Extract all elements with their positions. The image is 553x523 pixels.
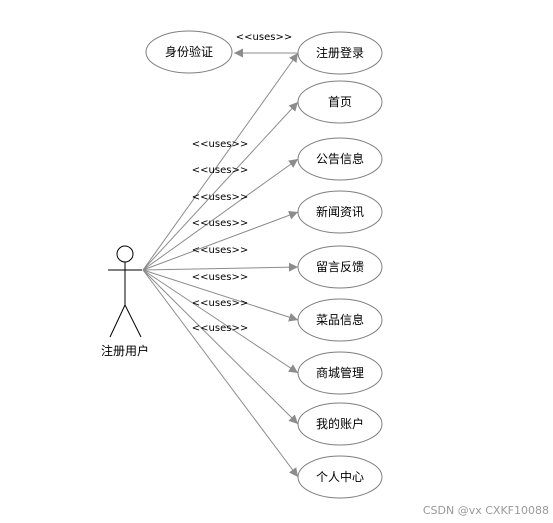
stereotype-login: <<uses>> [192,139,248,150]
use-case-dishes-label: 菜品信息 [316,312,364,327]
edges: <<uses>> <<uses>> <<uses>> <<uses>> <<uses>>… [142,52,299,478]
actor: 注册用户 [101,245,149,358]
use-case-notice-label: 公告信息 [316,151,364,166]
use-case-account[interactable]: 我的账户 [297,402,383,446]
edge-actor-to-mall [142,269,299,374]
use-case-feedback-label: 留言反馈 [316,260,364,274]
use-case-login-ellipse[interactable] [297,31,383,75]
use-case-feedback-ellipse[interactable] [297,245,383,289]
use-case-news[interactable]: 新闻资讯 [297,190,383,234]
edge-actor-to-login [142,52,299,271]
use-case-home-ellipse[interactable] [297,80,383,124]
use-case-news-label: 新闻资讯 [316,204,364,219]
actor-head [116,245,134,263]
edge-actor-to-feedback [142,262,299,272]
edge-actor-to-account [142,269,299,425]
edge-actor-to-news [142,210,299,271]
edge-actor-to-home [142,101,299,271]
stereotype-account: <<uses>> [192,323,248,334]
stereotype-dishes: <<uses>> [192,272,248,283]
use-case-auth[interactable]: 身份验证 [145,30,233,74]
use-case-news-ellipse[interactable] [297,190,383,234]
use-case-account-ellipse[interactable] [297,402,383,446]
use-case-notice-ellipse[interactable] [297,137,383,181]
stereotype-home: <<uses>> [192,165,248,176]
use-case-personal-ellipse[interactable] [297,455,383,499]
use-case-notice[interactable]: 公告信息 [297,137,383,181]
edge-actor-to-notice [142,158,299,271]
use-case-account-label: 我的账户 [316,416,364,431]
edge-actor-to-dishes [142,269,299,322]
use-case-personal-label: 个人中心 [316,469,364,484]
watermark: CSDN @vx CXKF10088 [422,504,549,517]
use-case-login[interactable]: 注册登录 [297,31,383,75]
actor-right-leg [124,304,142,338]
stereotype-mall: <<uses>> [192,298,248,309]
use-case-mall[interactable]: 商城管理 [297,351,383,395]
use-case-feedback[interactable]: 留言反馈 [297,245,383,289]
use-case-personal[interactable]: 个人中心 [297,455,383,499]
use-case-login-label: 注册登录 [316,45,364,60]
stereotype-auth: <<uses>> [236,32,292,43]
stereotype-notice: <<uses>> [192,192,248,203]
use-case-mall-label: 商城管理 [316,365,364,380]
use-case-auth-label: 身份验证 [165,44,213,59]
use-case-mall-ellipse[interactable] [297,351,383,395]
use-case-auth-ellipse[interactable] [145,30,233,74]
use-case-dishes-ellipse[interactable] [297,298,383,342]
edge-actor-to-personal [142,269,299,478]
actor-label: 注册用户 [101,343,149,358]
actor-left-leg [109,304,126,338]
use-case-home-label: 首页 [328,95,352,109]
use-case-dishes[interactable]: 菜品信息 [297,298,383,342]
use-case-home[interactable]: 首页 [297,80,383,124]
stereotype-feedback: <<uses>> [192,245,248,256]
stereotype-news: <<uses>> [192,218,248,229]
